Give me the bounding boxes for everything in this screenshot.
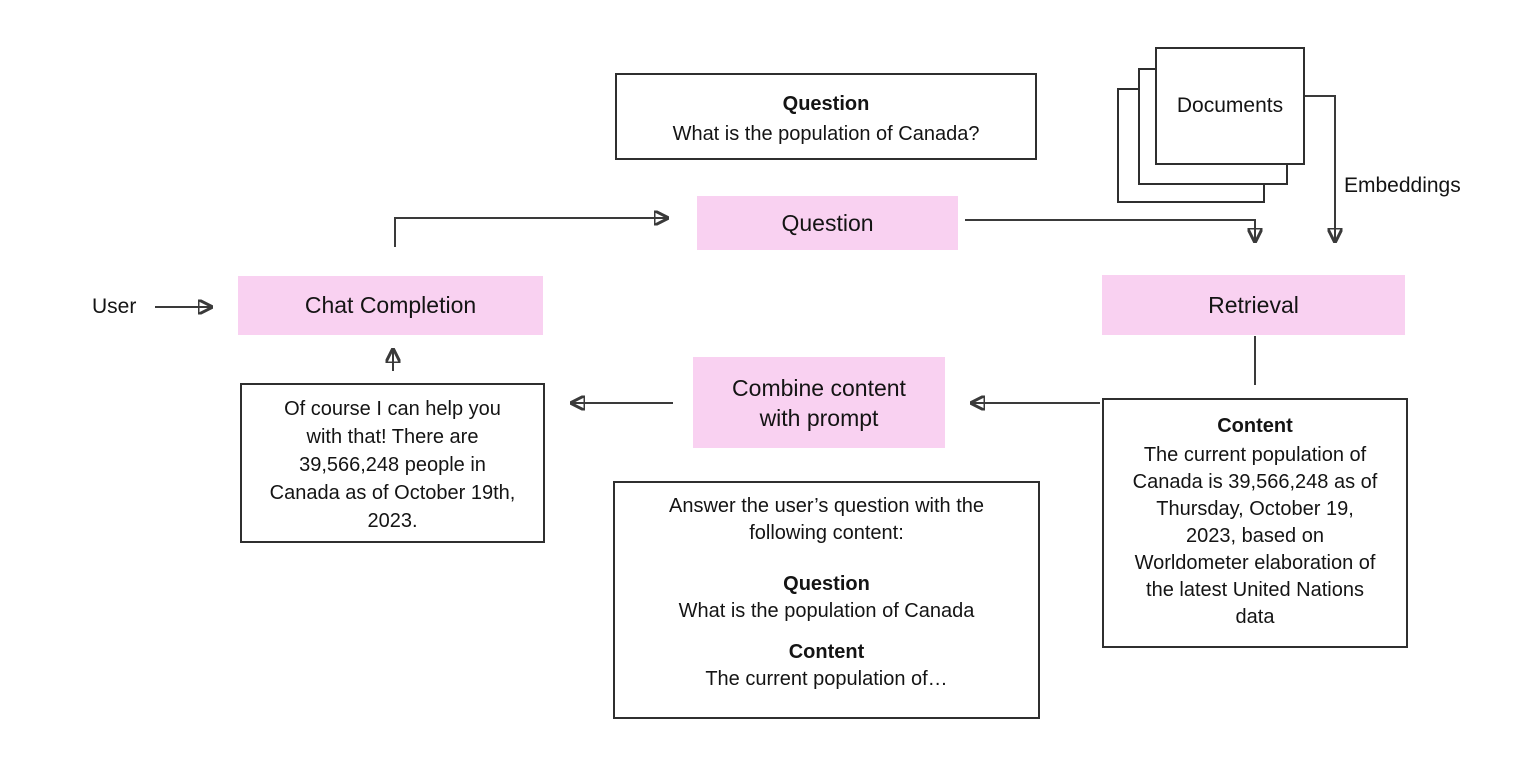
combined-prompt-intro: Answer the user’s question with the follo…	[615, 493, 1038, 547]
text-line: Answer the user’s question with the	[669, 495, 984, 517]
question-node: Question	[697, 196, 958, 250]
text-line: with prompt	[759, 404, 879, 431]
documents-to-retrieval-arrow	[1304, 95, 1335, 240]
text-line: Of course I can help you	[284, 398, 501, 420]
text-line: 2023.	[367, 510, 418, 532]
text-line: following content:	[749, 522, 904, 544]
retrieval-node: Retrieval	[1102, 275, 1405, 335]
combined-prompt-box: Answer the user’s question with the follo…	[613, 481, 1040, 719]
document-card-front: Documents	[1155, 47, 1305, 165]
combined-prompt-content-body: The current population of…	[705, 668, 948, 690]
text-line: data	[1235, 606, 1275, 628]
text-line: the latest United Nations	[1146, 579, 1364, 601]
text-line: with that! There are	[306, 426, 479, 448]
chat-to-question-arrow	[394, 218, 666, 247]
combine-content-node: Combine content with prompt	[693, 357, 945, 448]
text-line: Canada as of October 19th,	[269, 482, 516, 504]
text-line: Thursday, October 19,	[1156, 498, 1354, 520]
user-question-box-body: What is the population of Canada?	[672, 123, 980, 145]
question-node-label: Question	[781, 209, 874, 236]
text-line: 39,566,248 people in	[299, 454, 486, 476]
chat-completion-node-label: Chat Completion	[304, 292, 477, 318]
text-line: The current population of	[1143, 444, 1367, 466]
retrieval-node-label: Retrieval	[1208, 291, 1299, 318]
retrieved-content-box-title: Content	[1217, 415, 1293, 437]
chat-completion-node: Chat Completion	[238, 276, 543, 335]
embeddings-label: Embeddings	[1344, 174, 1461, 197]
combined-prompt-question-title: Question	[783, 573, 870, 595]
text-line: Combine content	[732, 374, 906, 401]
combined-prompt-question-body: What is the population of Canada	[678, 600, 975, 622]
retrieved-content-box: Content The current population of Canada …	[1102, 398, 1408, 648]
user-question-box: Question What is the population of Canad…	[615, 73, 1037, 160]
user-question-box-title: Question	[782, 93, 870, 115]
text-line: Worldometer elaboration of	[1134, 552, 1376, 574]
retrieved-content-box-body: The current population of Canada is 39,56…	[1104, 442, 1406, 631]
documents-label: Documents	[1176, 94, 1284, 117]
text-line: Canada is 39,566,248 as of	[1132, 471, 1378, 493]
combined-prompt-content-title: Content	[788, 641, 865, 663]
text-line: 2023, based on	[1186, 525, 1324, 547]
user-label: User	[92, 295, 137, 318]
question-to-retrieval-arrow	[965, 219, 1255, 240]
assistant-answer-box: Of course I can help you with that! There…	[240, 383, 545, 543]
